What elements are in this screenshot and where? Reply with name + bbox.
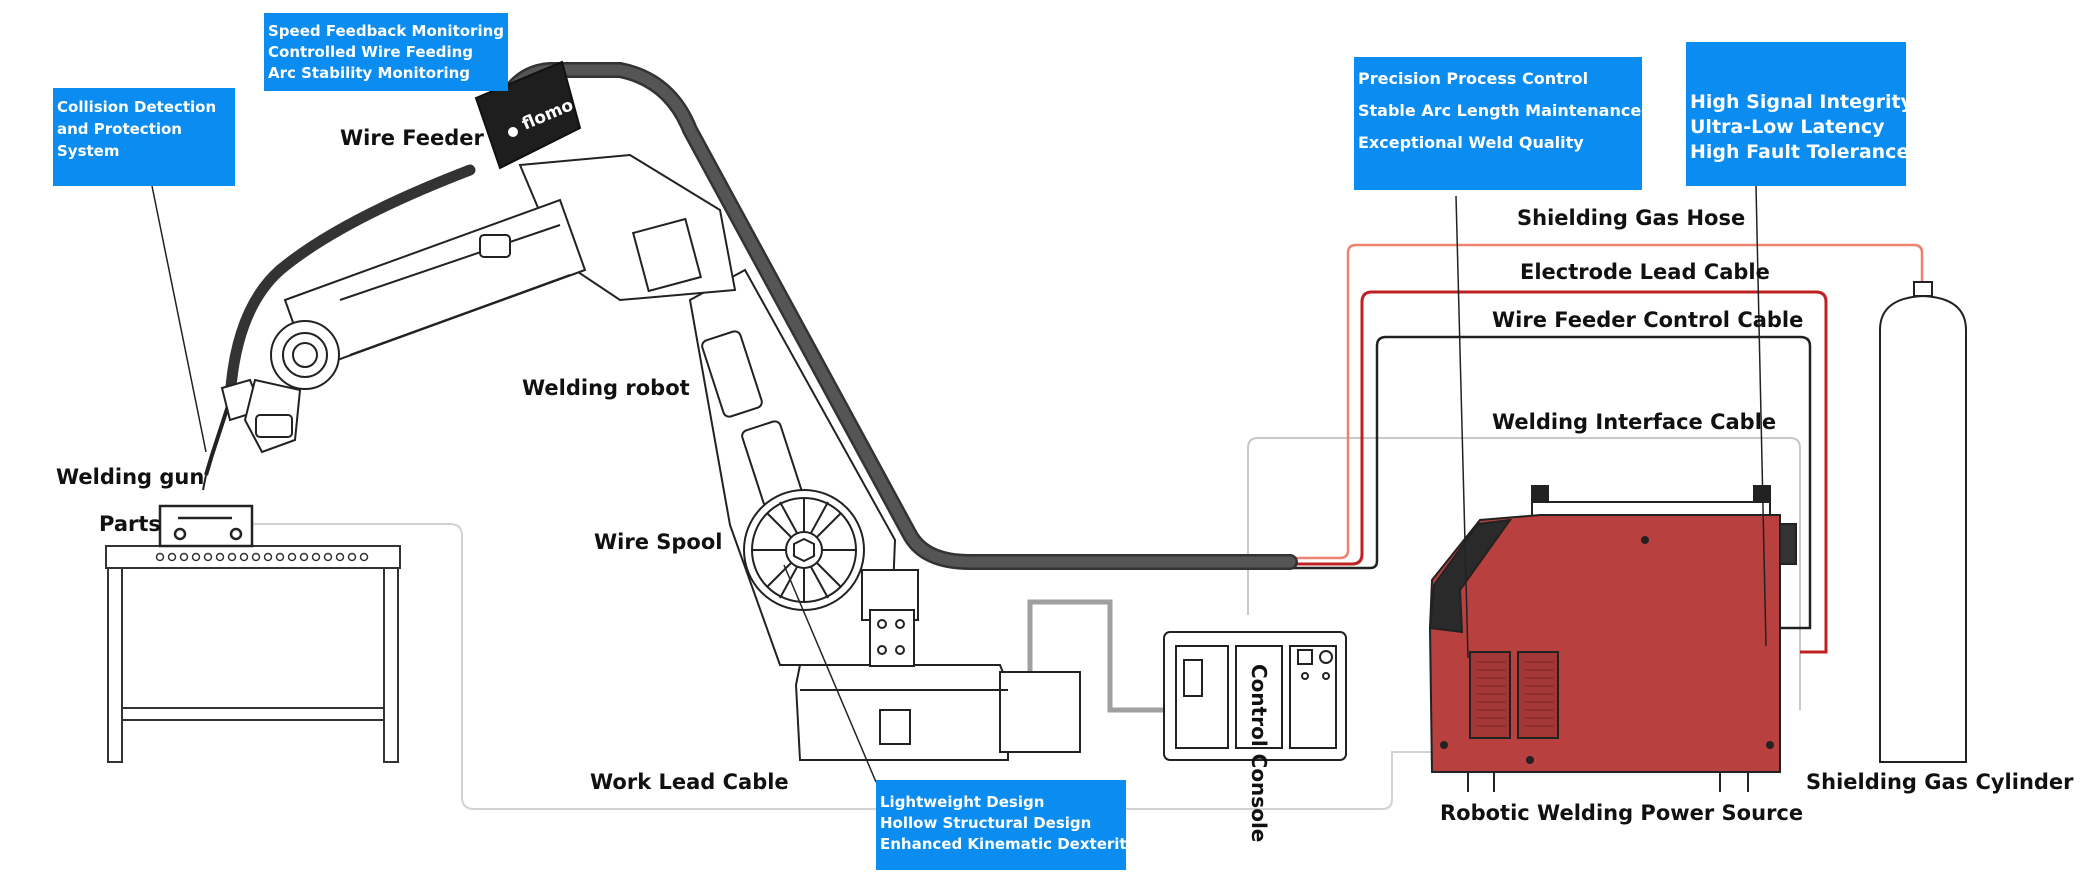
welding-interface-cable-line: [1247, 437, 1801, 710]
callout-line: High Signal Integrity: [1690, 91, 1913, 113]
robot-arm-features-callout: Lightweight Design Hollow Structural Des…: [876, 780, 1137, 870]
power-source-vents: [1476, 661, 1554, 727]
welding-robot-label: Welding robot: [522, 376, 690, 400]
work-lead-cable-label: Work Lead Cable: [590, 770, 789, 794]
callout-line: and Protection: [57, 120, 182, 138]
callout-line: Stable Arc Length Maintenance: [1358, 101, 1642, 120]
callout-line: Speed Feedback Monitoring: [268, 22, 505, 40]
work-lead-cable-line: [250, 523, 1432, 810]
wire-feeder-control-cable-label: Wire Feeder Control Cable: [1492, 308, 1804, 332]
robot-drawing: [243, 153, 1081, 761]
power-source-features-callout: Precision Process Control Stable Arc Len…: [1354, 57, 1642, 190]
callout-line: Controlled Wire Feeding: [268, 43, 474, 61]
wire-spool-label: Wire Spool: [594, 530, 723, 554]
control-console-label: Control Console: [1247, 664, 1271, 842]
wire-spool-drawing: [743, 489, 865, 611]
worktable: [105, 545, 401, 763]
electrode-lead-cable-line: [1290, 290, 1828, 654]
callout-line: High Fault Tolerance: [1690, 141, 1910, 163]
parts-workpiece: [158, 504, 254, 548]
wire-feeder-label: Wire Feeder: [340, 126, 484, 150]
worktable-holes: [155, 552, 369, 562]
collision-detection-callout: Collision Detection and Protection Syste…: [53, 88, 235, 186]
wire-feeder-control-cable-line: [1290, 335, 1812, 630]
wire-feeder-features-callout: Speed Feedback Monitoring Controlled Wir…: [264, 13, 508, 91]
welding-gun-label: Welding gun: [56, 465, 205, 489]
power-source-label: Robotic Welding Power Source: [1440, 801, 1804, 825]
robot-cable-bundle: [497, 62, 1298, 570]
electrode-lead-cable-label: Electrode Lead Cable: [1520, 260, 1770, 284]
power-source-drawing: [1428, 485, 1797, 792]
torch-cable: [224, 164, 476, 406]
gas-cylinder-drawing: [1879, 281, 1967, 763]
control-console-drawing: [1163, 631, 1347, 761]
signal-features-callout: High Signal Integrity Ultra-Low Latency …: [1686, 42, 1913, 186]
callout-line: Enhanced Kinematic Dexterity: [880, 835, 1137, 853]
callout-line: Exceptional Weld Quality: [1358, 133, 1584, 152]
callout-line: Arc Stability Monitoring: [268, 64, 471, 82]
callout-line: Hollow Structural Design: [880, 814, 1092, 832]
shielding-gas-hose-label: Shielding Gas Hose: [1517, 206, 1746, 230]
callout-line: Precision Process Control: [1358, 69, 1589, 88]
callout-line: Lightweight Design: [880, 793, 1045, 811]
parts-label: Parts: [99, 512, 161, 536]
shielding-gas-hose-line: [1290, 243, 1924, 560]
leader-lines: [151, 185, 1767, 783]
gas-cylinder-label: Shielding Gas Cylinder: [1806, 770, 2074, 794]
welding-interface-cable-label: Welding Interface Cable: [1492, 410, 1777, 434]
callout-line: System: [57, 142, 120, 160]
callout-line: Ultra-Low Latency: [1690, 116, 1885, 138]
callout-line: Collision Detection: [57, 98, 217, 116]
